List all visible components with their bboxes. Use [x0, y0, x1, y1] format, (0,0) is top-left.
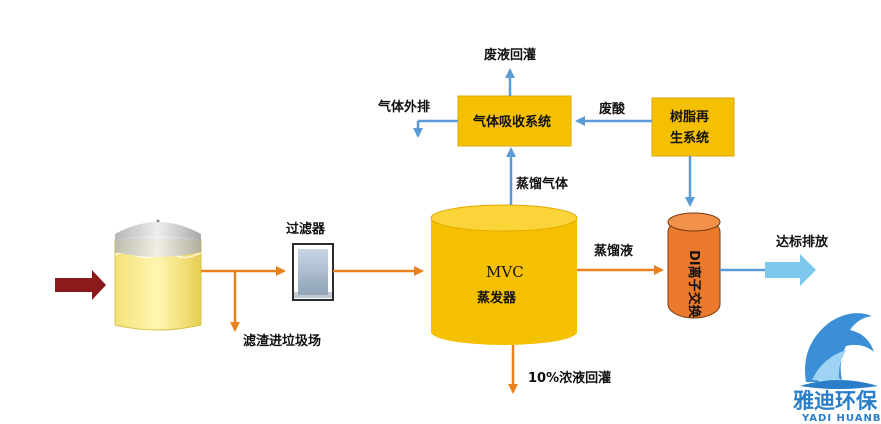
discharge-label: 达标排放 — [776, 234, 829, 250]
inlet-arrow-icon — [55, 270, 106, 300]
gas-vent-label: 气体外排 — [378, 99, 430, 115]
dolphin-icon — [800, 313, 878, 389]
ion-exchange-vessel — [667, 212, 721, 319]
distillate-label: 蒸馏液 — [594, 243, 633, 259]
logo: 雅迪环保 YADI HUANBAO — [793, 313, 881, 424]
evaporator-subtitle: 蒸发器 — [477, 290, 517, 306]
filter-unit — [292, 243, 334, 301]
ion-exchange-label: DI离子交换 — [686, 250, 702, 319]
resin-regen-label-1: 树脂再 — [670, 109, 709, 125]
gas-absorption-label: 气体吸收系统 — [473, 114, 551, 130]
logo-sub: YADI HUANBAO — [801, 413, 881, 424]
evaporator-title: MVC — [486, 263, 524, 281]
mvc-evaporator — [430, 204, 578, 345]
filter-label: 过滤器 — [286, 221, 326, 237]
discharge-arrow-icon — [765, 254, 816, 286]
raw-water-tank — [114, 219, 202, 331]
waste-reinject-label: 废液回灌 — [484, 47, 536, 63]
logo-name: 雅迪环保 — [793, 389, 878, 413]
sludge-label: 滤渣进垃圾场 — [243, 333, 321, 349]
concentrate-label: 10%浓液回灌 — [528, 370, 611, 386]
distill-gas-label: 蒸馏气体 — [516, 176, 569, 192]
resin-regen-label-2: 生系统 — [670, 130, 709, 146]
waste-acid-label: 废酸 — [599, 101, 626, 117]
resin-regen-box — [651, 97, 735, 157]
